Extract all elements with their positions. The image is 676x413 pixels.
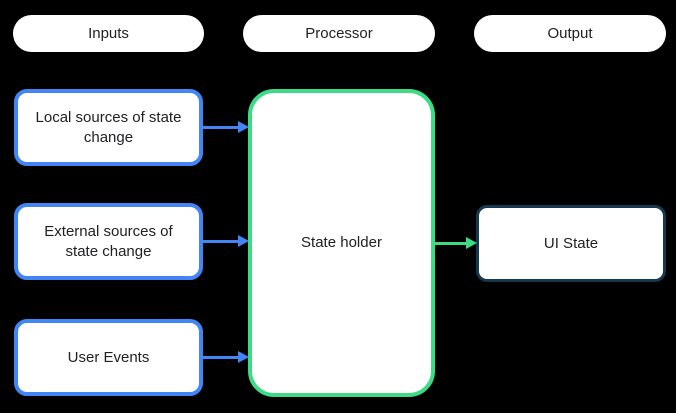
column-header-inputs: Inputs xyxy=(13,15,204,52)
arrow-right-icon xyxy=(238,235,249,247)
node-state-holder: State holder xyxy=(248,89,435,397)
arrow-shaft xyxy=(203,125,240,129)
column-header-output: Output xyxy=(474,15,666,52)
node-external-sources-of-state-change: External sources of state change xyxy=(14,203,203,280)
connector-local-sources-to-state-holder xyxy=(203,120,249,134)
connector-state-holder-to-ui-state xyxy=(435,236,477,250)
arrow-right-icon xyxy=(466,237,477,249)
node-ui-state: UI State xyxy=(476,205,666,282)
arrow-shaft xyxy=(203,355,240,359)
column-header-processor: Processor xyxy=(243,15,435,52)
node-external-sources-label: External sources of state change xyxy=(44,222,173,260)
node-local-sources-label: Local sources of state change xyxy=(35,108,182,146)
arrow-shaft xyxy=(203,239,240,243)
node-state-holder-label: State holder xyxy=(301,234,382,251)
arrow-shaft xyxy=(435,241,468,245)
node-user-events: User Events xyxy=(14,319,203,396)
column-header-processor-label: Processor xyxy=(305,25,373,42)
node-ui-state-label: UI State xyxy=(543,234,599,252)
arrow-right-icon xyxy=(238,121,249,133)
node-user-events-label: User Events xyxy=(67,348,150,366)
node-local-sources-of-state-change: Local sources of state change xyxy=(14,89,203,166)
connector-external-sources-to-state-holder xyxy=(203,234,249,248)
column-header-output-label: Output xyxy=(547,25,593,42)
arrow-right-icon xyxy=(238,351,249,363)
connector-user-events-to-state-holder xyxy=(203,350,249,364)
column-header-inputs-label: Inputs xyxy=(88,25,129,42)
